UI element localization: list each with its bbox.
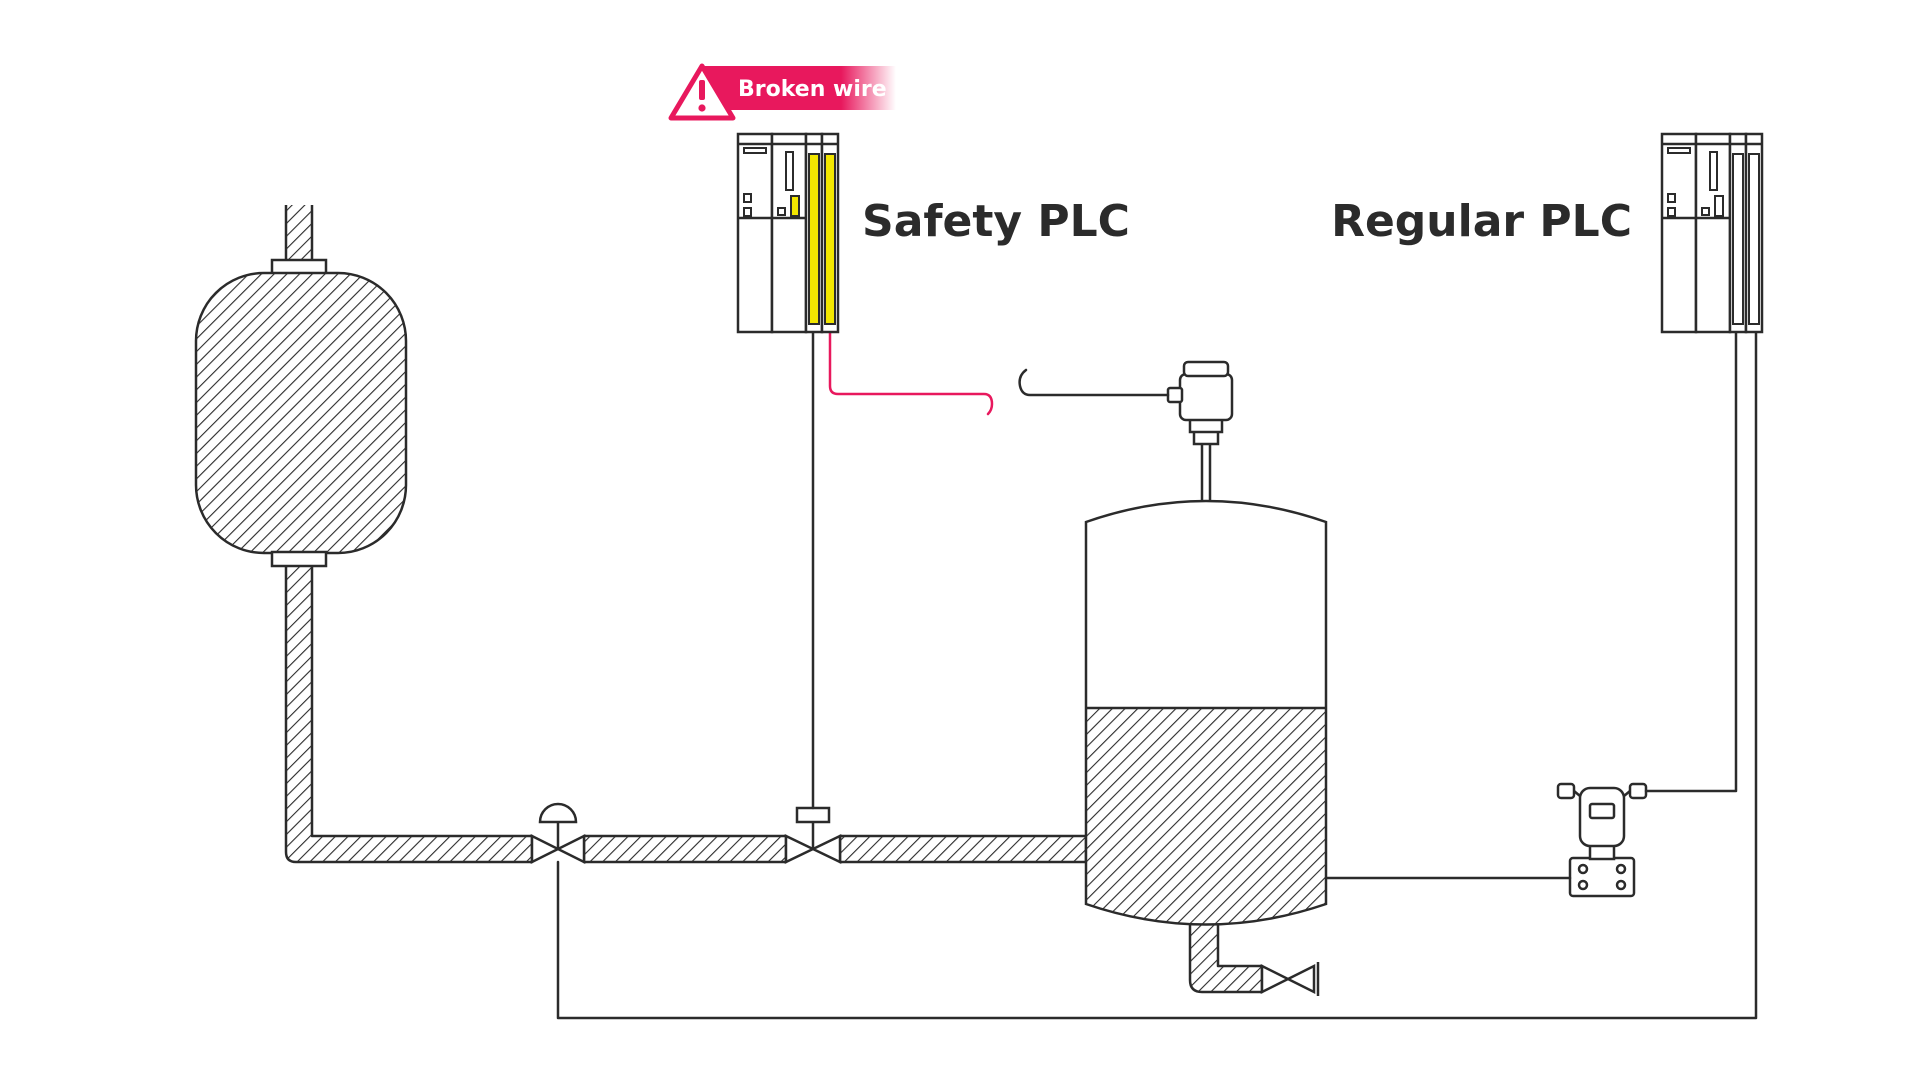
safety-module-card-2 (824, 153, 836, 325)
alert-text: Broken wire (738, 77, 887, 102)
regular-plc (1660, 132, 1764, 334)
safety-plc (736, 132, 840, 334)
safety-shutoff-valve[interactable] (784, 806, 842, 864)
tank-drain-pipe (1188, 918, 1264, 994)
control-valve[interactable] (530, 802, 586, 865)
pressure-vessel (194, 258, 408, 568)
safety-plc-label: Safety PLC (862, 196, 1130, 247)
safety-module-card-1 (808, 153, 820, 325)
level-sensor-cable (1018, 368, 1170, 397)
broken-wire (828, 330, 994, 416)
transmitter-to-regular-plc-wire (1644, 330, 1738, 793)
inlet-pipe (286, 205, 312, 261)
regular-plc-label: Regular PLC (1331, 196, 1632, 247)
process-tank (1084, 499, 1328, 926)
broken-wire-alert: Broken wire (668, 63, 896, 121)
pressure-transmitter (1556, 782, 1648, 898)
alert-banner (700, 66, 896, 110)
vessel-outlet-pipe (284, 558, 534, 864)
regular-plc-to-control-valve-wire (556, 330, 1758, 1020)
signal-lines (556, 330, 1758, 1020)
level-sensor (1166, 360, 1234, 500)
safety-module-indicator (790, 195, 800, 217)
drain-valve[interactable] (1260, 962, 1320, 996)
pipe-segment-mid (582, 834, 788, 864)
warning-triangle-icon (668, 63, 736, 121)
pipe-segment-to-tank (838, 834, 1088, 864)
